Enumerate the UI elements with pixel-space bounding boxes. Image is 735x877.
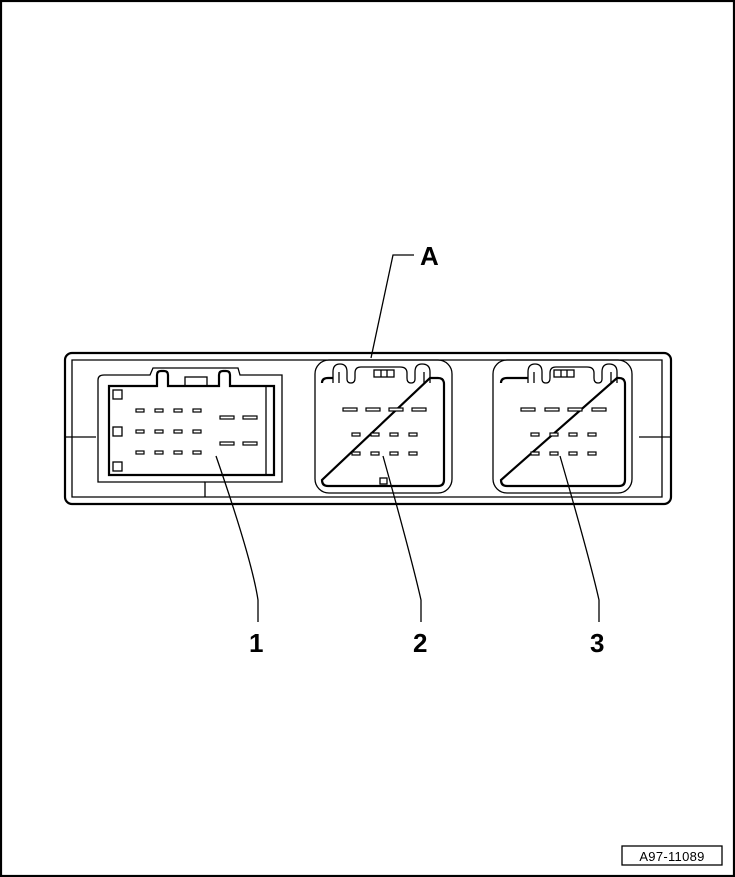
connector-2 <box>314 359 453 494</box>
reference-code: A97-11089 <box>639 849 704 864</box>
connector-1-pins <box>135 408 258 455</box>
leader-line-a <box>370 254 414 359</box>
connector-1 <box>97 367 283 497</box>
reference-code-box: A97-11089 <box>621 845 723 866</box>
leader-line-3 <box>559 455 600 622</box>
callout-label-a: A <box>420 241 439 271</box>
callout-label-3: 3 <box>590 628 604 658</box>
leader-line-1 <box>215 455 259 622</box>
control-unit-housing <box>63 351 673 506</box>
connector-2-pins <box>342 407 427 456</box>
leader-line-2 <box>382 455 422 622</box>
callout-label-1: 1 <box>249 628 263 658</box>
connector-3-pins <box>520 407 607 456</box>
callout-label-2: 2 <box>413 628 427 658</box>
connector-3 <box>492 359 633 494</box>
